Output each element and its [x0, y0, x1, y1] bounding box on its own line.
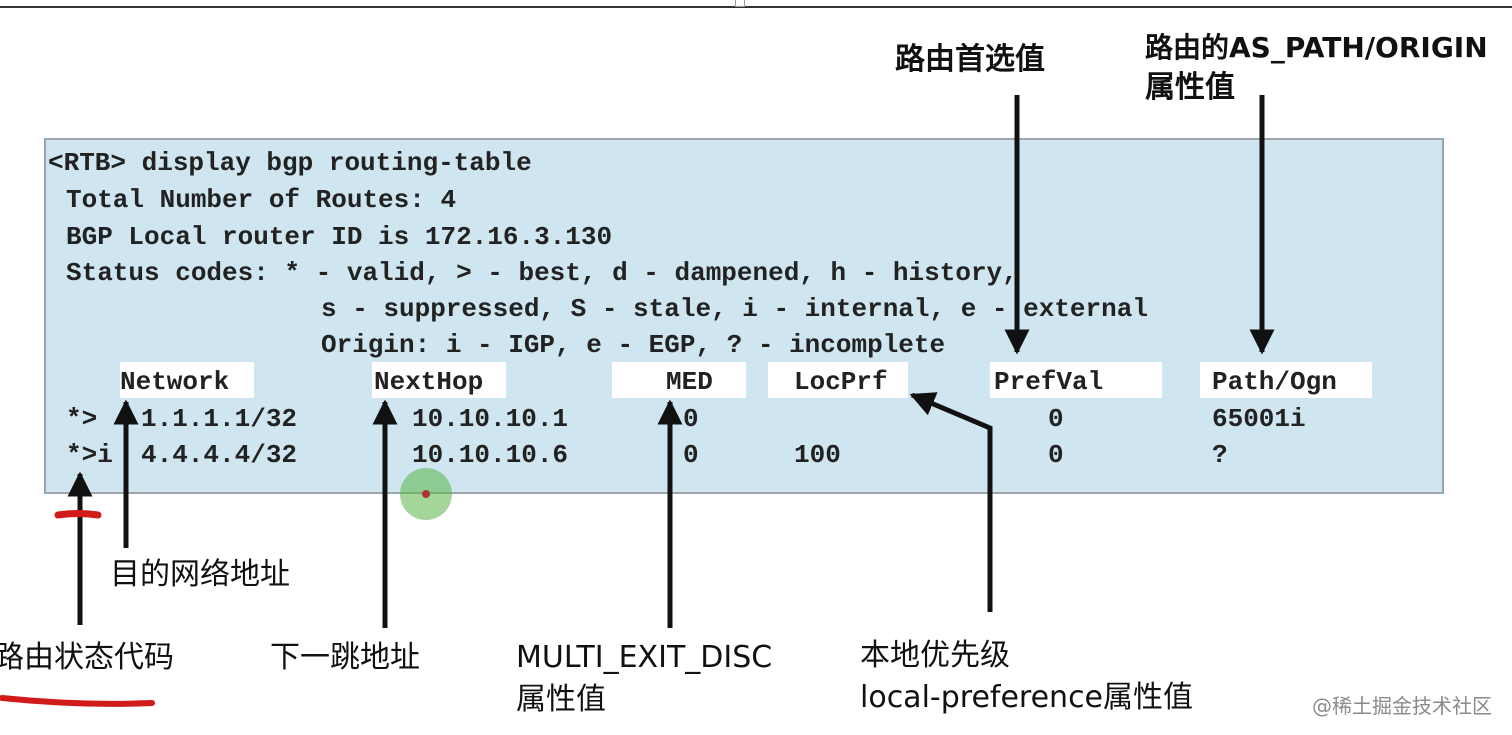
route-row-1-network: 1.1.1.1/32 [141, 404, 298, 434]
column-header-med-bg [612, 362, 746, 398]
route-row-2-med: 0 [683, 440, 699, 470]
window-resize-handle [735, 0, 745, 7]
label-status-code: 路由状态代码 [0, 640, 174, 675]
status-codes-line: Status codes: * - valid, > - best, d - d… [66, 258, 1018, 288]
column-header-path: Path/Ogn [1212, 367, 1337, 397]
route-row-2-path: ? [1212, 440, 1228, 470]
command-line: <RTB> display bgp routing-table [48, 148, 532, 178]
cli-output-panel: <RTB> display bgp routing-table Total Nu… [44, 138, 1444, 494]
label-path-ogn-line2: 属性值 [1145, 70, 1235, 105]
route-row-2-nexthop: 10.10.10.6 [412, 440, 569, 470]
route-row-2-status: *>i [66, 440, 113, 470]
column-header-prefval-bg [990, 362, 1162, 398]
label-path-ogn-line1: 路由的AS_PATH/ORIGIN [1145, 31, 1488, 64]
column-header-network-bg [120, 362, 254, 398]
label-prefval: 路由首选值 [895, 42, 1045, 77]
column-header-nexthop-bg [372, 362, 506, 398]
column-header-locprf: LocPrf [794, 367, 888, 397]
window-top-border [0, 6, 1512, 8]
label-nexthop: 下一跳地址 [270, 640, 420, 675]
column-header-path-bg [1200, 362, 1372, 398]
total-routes-line: Total Number of Routes: 4 [66, 185, 457, 215]
label-med-line1: MULTI_EXIT_DISC [516, 640, 773, 675]
label-locprf-line1: 本地优先级 [860, 638, 1010, 673]
status-codes-line-2: s - suppressed, S - stale, i - internal,… [321, 294, 1148, 324]
red-mark-status [54, 510, 102, 519]
route-row-1-nexthop: 10.10.10.1 [412, 404, 569, 434]
label-med-line2: 属性值 [516, 682, 606, 717]
route-row-2-locprf: 100 [794, 440, 841, 470]
column-header-med: MED [666, 367, 713, 397]
route-row-1-prefval: 0 [1048, 404, 1064, 434]
column-header-prefval: PrefVal [994, 367, 1104, 397]
label-network: 目的网络地址 [110, 557, 290, 592]
column-header-locprf-bg [768, 362, 908, 398]
route-row-1-med: 0 [683, 404, 699, 434]
mouse-cursor-indicator [400, 468, 452, 520]
red-underline-status [0, 695, 155, 707]
route-row-1-path: 65001i [1212, 404, 1306, 434]
router-id-line: BGP Local router ID is 172.16.3.130 [66, 222, 613, 252]
route-row-2-prefval: 0 [1048, 440, 1064, 470]
column-header-network: Network [120, 367, 230, 397]
label-locprf-line2: local-preference属性值 [860, 680, 1194, 715]
column-header-nexthop: NextHop [374, 367, 484, 397]
route-row-2-network: 4.4.4.4/32 [141, 440, 298, 470]
watermark: @稀土掘金技术社区 [1312, 694, 1492, 718]
origin-codes-line: Origin: i - IGP, e - EGP, ? - incomplete [321, 330, 946, 360]
route-row-1-status: *> [66, 404, 98, 434]
